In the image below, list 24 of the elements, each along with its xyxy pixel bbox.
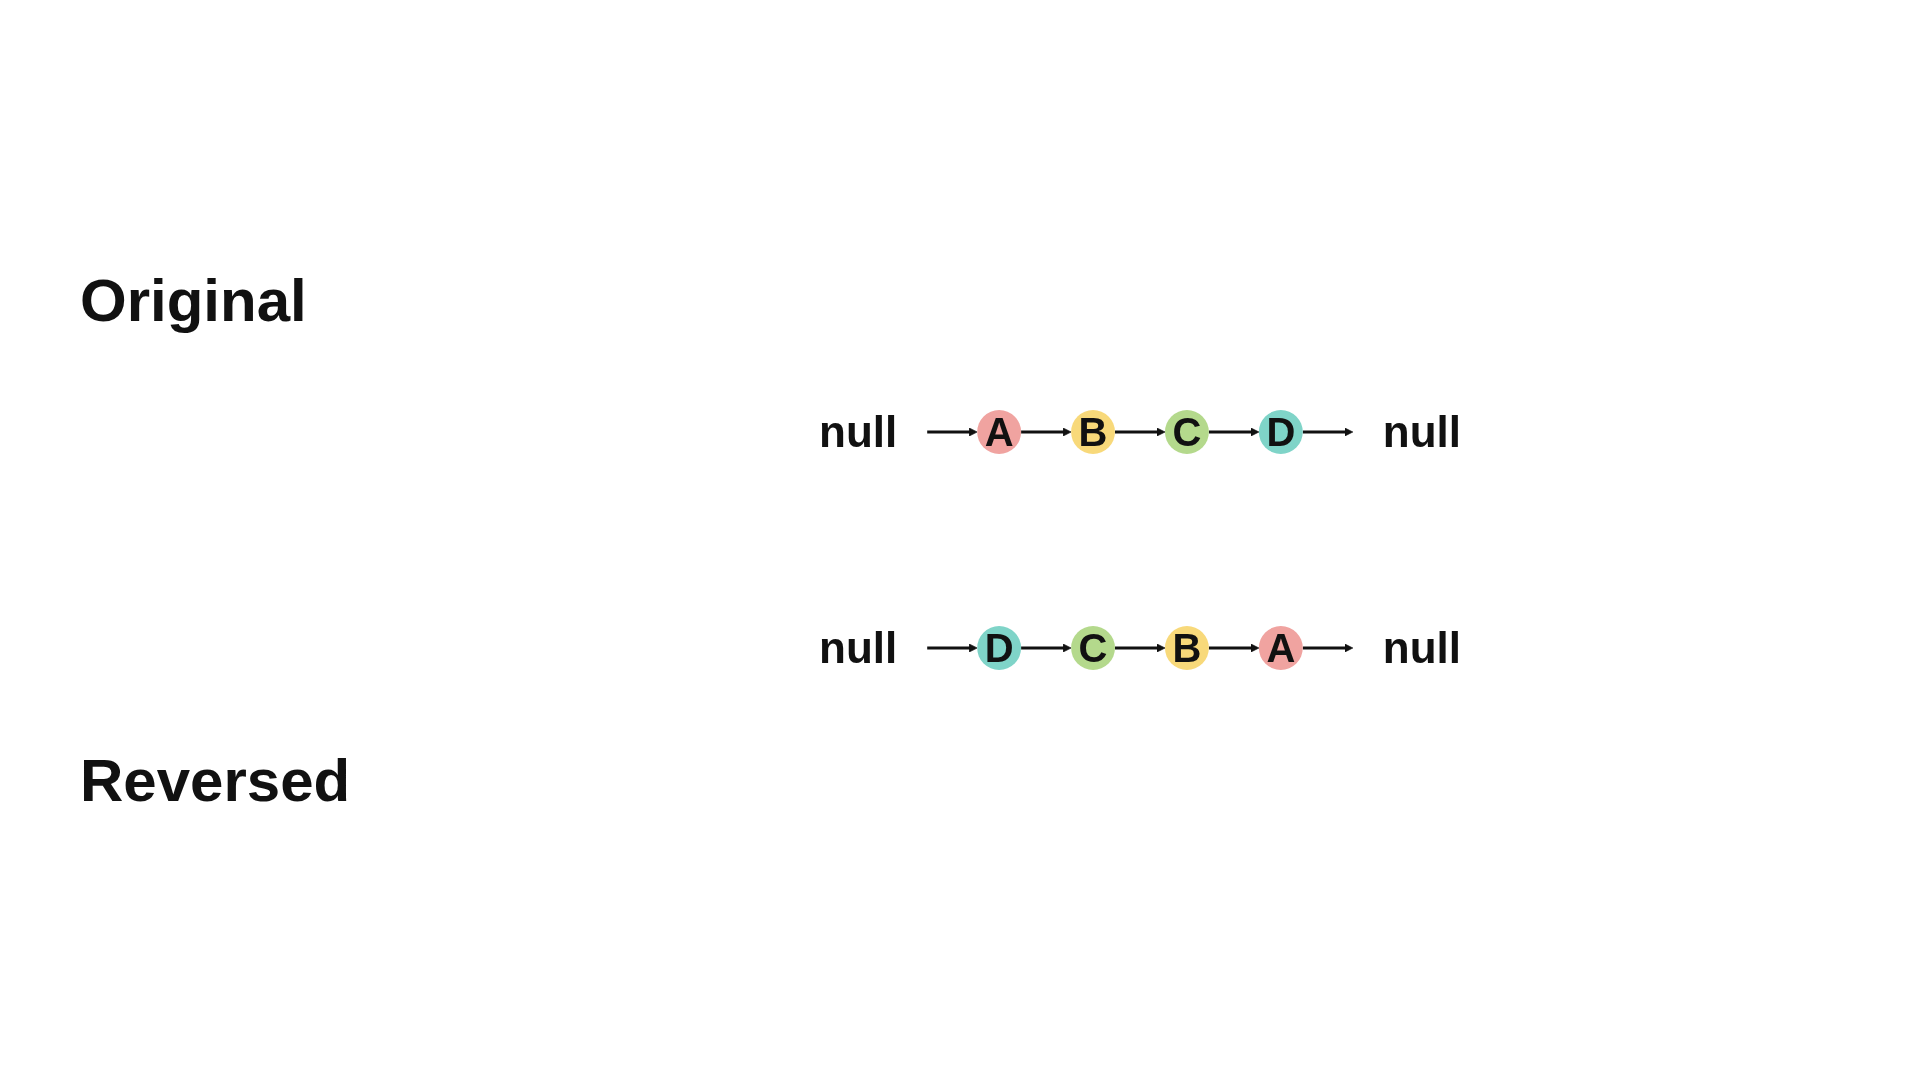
node-text: null (819, 623, 898, 672)
node-circle: B (1165, 626, 1209, 670)
node-text: null (1382, 623, 1461, 672)
arrow (927, 643, 978, 653)
node-circle: B (1071, 410, 1115, 454)
arrow (1208, 427, 1260, 437)
arrow (927, 427, 978, 437)
arrow (1302, 427, 1354, 437)
node-text: null (819, 407, 898, 456)
node-text: null (1382, 407, 1461, 456)
arrow (1208, 643, 1260, 653)
node-circle: D (1258, 410, 1303, 454)
arrow (1115, 427, 1166, 437)
node-circle: C (1071, 626, 1115, 670)
node-circle: A (977, 410, 1022, 454)
node-circle: C (1165, 410, 1209, 454)
section-heading: Original (80, 265, 308, 335)
node-circle: D (977, 626, 1022, 670)
arrow (1021, 643, 1072, 653)
arrow (1021, 427, 1072, 437)
section-heading: Reversed (80, 745, 352, 815)
arrow (1115, 643, 1166, 653)
arrow (1302, 643, 1354, 653)
node-circle: A (1258, 626, 1303, 670)
